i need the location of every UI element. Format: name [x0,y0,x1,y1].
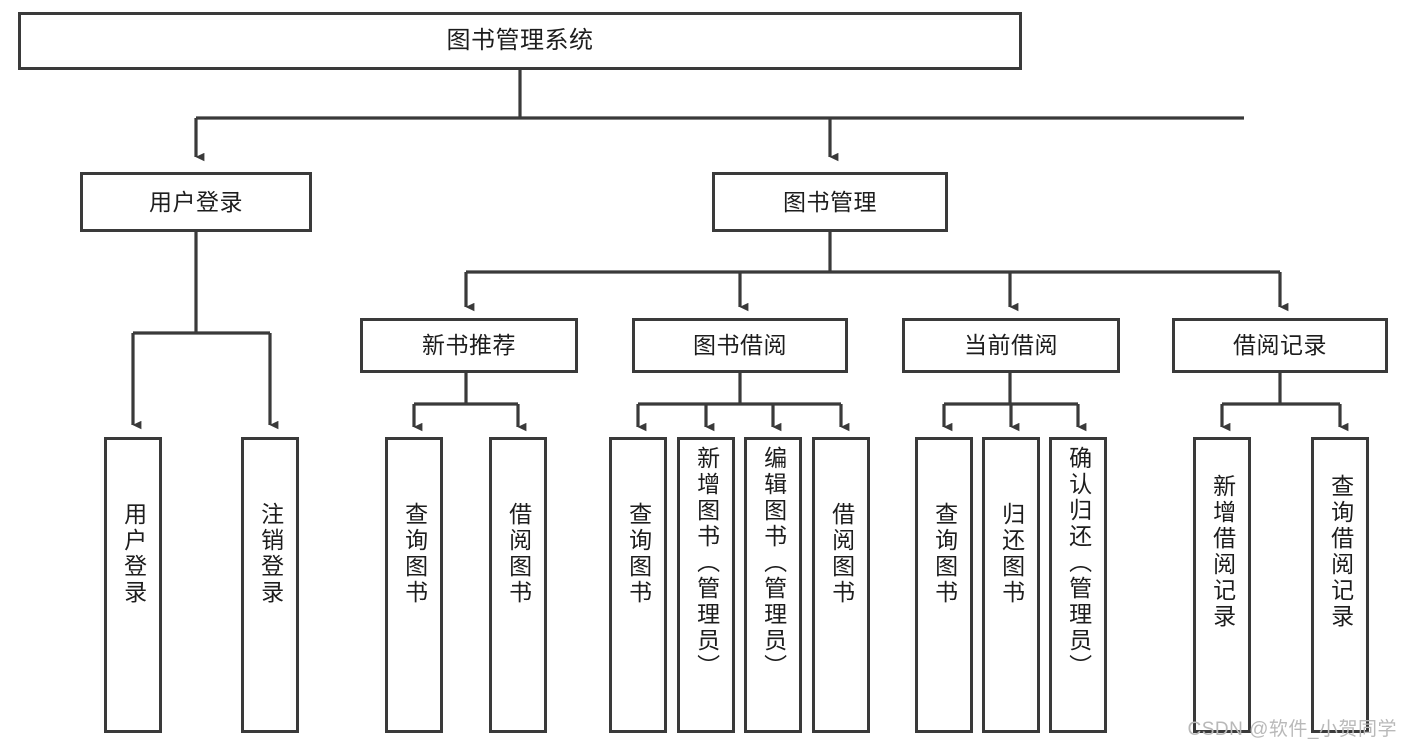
node-borrow-record[interactable]: 借阅记录 [1172,318,1388,373]
node-leaf-borrow-book-2-label: 借阅图书 [828,502,855,606]
node-leaf-query-book-3[interactable]: 查询图书 [915,437,973,733]
node-leaf-add-record[interactable]: 新增借阅记录 [1193,437,1251,733]
node-leaf-user-login[interactable]: 用户登录 [104,437,162,733]
node-leaf-add-book-label: 新增图书（管理员） [693,446,720,680]
node-leaf-query-record-label: 查询借阅记录 [1327,474,1354,630]
node-leaf-add-book[interactable]: 新增图书（管理员） [677,437,735,733]
node-leaf-query-record[interactable]: 查询借阅记录 [1311,437,1369,733]
node-leaf-edit-book-label: 编辑图书（管理员） [760,446,787,680]
node-leaf-query-book-2-label: 查询图书 [625,502,652,606]
node-leaf-return-book[interactable]: 归还图书 [982,437,1040,733]
node-leaf-borrow-book-1[interactable]: 借阅图书 [489,437,547,733]
node-current-borrow[interactable]: 当前借阅 [902,318,1120,373]
node-book-borrow-label: 图书借阅 [693,332,787,358]
node-leaf-confirm-return[interactable]: 确认归还（管理员） [1049,437,1107,733]
node-root-label: 图书管理系统 [446,27,594,54]
node-leaf-user-login-label: 用户登录 [120,502,147,606]
node-user-login[interactable]: 用户登录 [80,172,312,232]
node-leaf-logout-label: 注销登录 [257,502,284,606]
node-book-mgmt[interactable]: 图书管理 [712,172,948,232]
node-leaf-logout[interactable]: 注销登录 [241,437,299,733]
node-leaf-confirm-return-label: 确认归还（管理员） [1065,446,1092,680]
node-new-book-rec-label: 新书推荐 [422,332,516,358]
node-borrow-record-label: 借阅记录 [1233,332,1327,358]
node-user-login-label: 用户登录 [149,188,243,215]
node-current-borrow-label: 当前借阅 [964,332,1058,358]
csdn-watermark: CSDN @软件_小贺同学 [1187,719,1397,740]
node-leaf-query-book-1[interactable]: 查询图书 [385,437,443,733]
node-leaf-query-book-1-label: 查询图书 [401,502,428,606]
node-root[interactable]: 图书管理系统 [18,12,1022,70]
node-book-borrow[interactable]: 图书借阅 [632,318,848,373]
node-leaf-return-book-label: 归还图书 [998,502,1025,606]
node-leaf-query-book-2[interactable]: 查询图书 [609,437,667,733]
node-leaf-query-book-3-label: 查询图书 [931,502,958,606]
node-leaf-add-record-label: 新增借阅记录 [1209,474,1236,630]
node-new-book-rec[interactable]: 新书推荐 [360,318,578,373]
node-book-mgmt-label: 图书管理 [783,188,877,215]
node-leaf-edit-book[interactable]: 编辑图书（管理员） [744,437,802,733]
node-leaf-borrow-book-1-label: 借阅图书 [505,502,532,606]
node-leaf-borrow-book-2[interactable]: 借阅图书 [812,437,870,733]
